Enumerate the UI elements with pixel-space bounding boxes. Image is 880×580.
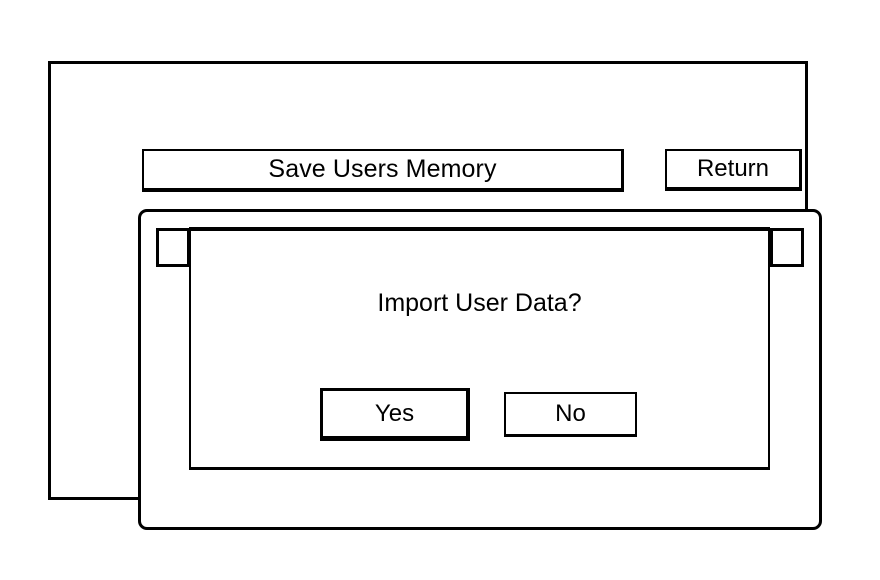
screen-title-bar: Save Users Memory	[142, 149, 624, 192]
panel-tab-left[interactable]	[156, 228, 190, 267]
confirm-yes-label: Yes	[374, 399, 415, 427]
return-button-label: Return	[696, 155, 770, 182]
device-frame: Save Users Memory Return Import User Dat…	[48, 61, 822, 530]
cancel-no-button[interactable]: No	[504, 392, 637, 437]
dialog-actions: Yes No	[191, 388, 768, 448]
return-button[interactable]: Return	[665, 149, 802, 191]
import-confirmation-dialog: Import User Data? Yes No	[189, 227, 770, 470]
panel-tab-right[interactable]	[770, 228, 804, 267]
page-title: Save Users Memory	[268, 155, 497, 183]
dialog-message: Import User Data?	[377, 289, 582, 317]
cancel-no-label: No	[555, 400, 586, 427]
confirm-yes-button[interactable]: Yes	[320, 388, 470, 441]
